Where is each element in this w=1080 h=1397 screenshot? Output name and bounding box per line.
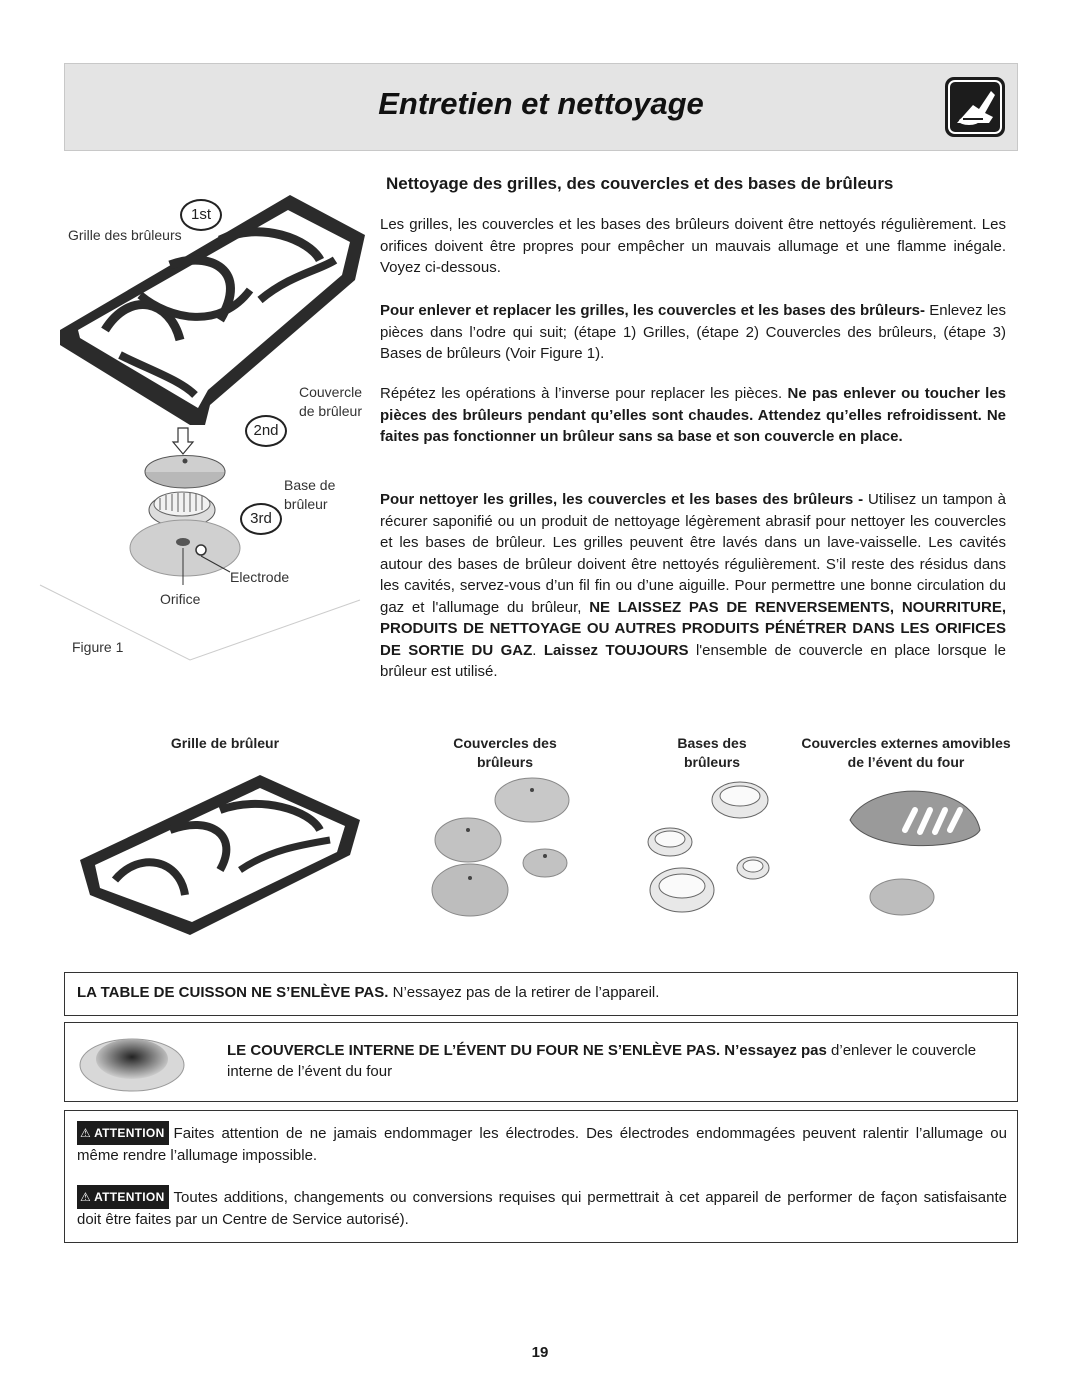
vent-notice-bold: LE COUVERCLE INTERNE DE L’ÉVENT DU FOUR …: [227, 1042, 827, 1059]
grille-part-image: [80, 775, 360, 935]
page-title: Entretien et nettoyage: [378, 86, 704, 121]
attention-badge: ⚠ATTENTION: [77, 1121, 169, 1145]
step-3-badge: 3rd: [240, 503, 282, 535]
clean-always: Laissez TOUJOURS: [543, 641, 689, 659]
warning-2-text: Toutes additions, changements ou convers…: [77, 1189, 1007, 1228]
clean-heading: Pour nettoyer les grilles, les couvercle…: [380, 491, 868, 508]
warning-triangle-icon: ⚠: [80, 1190, 92, 1204]
remove-heading: Pour enlever et replacer les grilles, le…: [380, 302, 926, 319]
grate-illustration: [60, 195, 365, 425]
vent-notice-text: d’enlever le couvercle interne de l’éven…: [227, 1042, 977, 1080]
cooktop-notice-bold: LA TABLE DE CUISSON NE S’ENLÈVE PAS.: [77, 984, 389, 1001]
clean-tail: l'ensemble de couvercle en place lorsque…: [380, 641, 1006, 681]
section-title: Nettoyage des grilles, des couvercles et…: [386, 174, 894, 193]
caps-part-label: Couvercles des brûleurs: [453, 735, 557, 770]
warning-1-text: Faites attention de ne jamais endommager…: [77, 1125, 1007, 1164]
electrode-label: Electrode: [230, 569, 290, 585]
clean-text: Utilisez un tampon à récurer saponifié o…: [380, 491, 1006, 616]
figure-1: [20, 180, 380, 680]
cap-label: Couvercle de brûleur: [298, 384, 362, 419]
remove-text: Enlevez les pièces dans l’odre qui suit;…: [380, 302, 1007, 362]
base-label: Base de brûleur: [284, 477, 336, 512]
warning-triangle-icon: ⚠: [80, 1126, 92, 1140]
repeat-warning: Ne pas enlever ou toucher les pièces des…: [380, 385, 1006, 445]
caps-part-image: [431, 777, 570, 917]
attention-badge: ⚠ATTENTION: [77, 1185, 169, 1209]
step-2-badge: 2nd: [245, 415, 287, 447]
cooktop-notice-text: N’essayez pas de la retirer de l’apparei…: [388, 984, 660, 1001]
header-banner: Entretien et nettoyage: [64, 63, 1018, 151]
intro-paragraph: Les grilles, les couvercles et les bases…: [380, 216, 1006, 276]
step-1-badge: 1st: [180, 199, 222, 231]
repeat-text: Répétez les opérations à l’inverse pour …: [380, 385, 788, 402]
repeat-paragraph: Répétez les opérations à l’inverse pour …: [380, 383, 1006, 448]
vent-notice: LE COUVERCLE INTERNE DE L’ÉVENT DU FOUR …: [64, 1022, 1018, 1102]
vent-caps-part-image: [849, 790, 981, 916]
attention-label: ATTENTION: [94, 1190, 165, 1204]
vent-caps-part-label: Couvercles externes amovibles de l’évent…: [801, 735, 1011, 770]
bases-part-label: Bases des brûleurs: [677, 735, 747, 770]
bases-part-image: [647, 781, 770, 913]
clean-separator: .: [532, 641, 544, 659]
figure-caption: Figure 1: [72, 639, 124, 655]
grille-label: Grille des brûleurs: [68, 227, 182, 243]
remove-paragraph: Pour enlever et replacer les grilles, le…: [380, 300, 1006, 365]
cooktop-notice: LA TABLE DE CUISSON NE S’ENLÈVE PAS. N’e…: [64, 972, 1018, 1016]
orifice-label: Orifice: [160, 591, 201, 607]
clean-paragraph: Pour nettoyer les grilles, les couvercle…: [380, 489, 1006, 683]
cleaning-hand-icon: [943, 75, 1007, 139]
grille-part-label: Grille de brûleur: [170, 735, 280, 751]
clean-caps-warning: NE LAISSEZ PAS DE RENVERSEMENTS, NOURRIT…: [380, 598, 1006, 659]
parts-illustrations: [70, 770, 1020, 940]
page-number: 19: [531, 1344, 549, 1361]
vent-image: [77, 1031, 187, 1093]
attention-label: ATTENTION: [94, 1126, 165, 1140]
